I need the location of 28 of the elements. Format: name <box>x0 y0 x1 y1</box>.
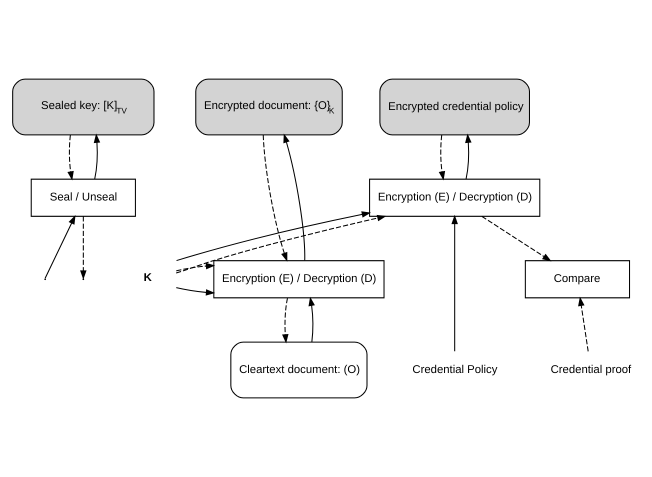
arrow <box>176 287 216 296</box>
arrow <box>283 133 306 260</box>
arrow <box>308 296 315 342</box>
node-box: Encryption (E) / Decryption (D) <box>369 178 540 217</box>
node-box: Seal / Unseal <box>30 178 136 217</box>
node-text: Credential Policy <box>412 364 498 376</box>
arrow <box>80 216 87 280</box>
arrow <box>451 214 458 352</box>
node-box: Encrypted credential policy <box>379 78 530 136</box>
arrow <box>176 214 386 274</box>
node-box: Encryption (E) / Decryption (D) <box>213 260 385 298</box>
arrow <box>465 134 472 180</box>
arrow <box>262 134 288 262</box>
arrow <box>67 135 74 181</box>
arrow <box>578 296 589 352</box>
arrow <box>176 262 216 272</box>
arrow <box>482 216 552 262</box>
arrow <box>438 135 446 181</box>
arrow <box>282 298 289 344</box>
arrow <box>94 134 100 180</box>
node-box: Sealed key: [K]$_{TV}$ <box>12 78 154 136</box>
arrow <box>176 211 372 262</box>
node-box: Encrypted document: {O}$_{K}$ <box>195 78 343 136</box>
arrow <box>44 215 76 278</box>
node-text: Credential proof <box>550 364 632 376</box>
node-text: K <box>144 272 152 284</box>
node-box: Compare <box>524 260 630 298</box>
node-box: Cleartext document: (O) <box>230 342 368 398</box>
